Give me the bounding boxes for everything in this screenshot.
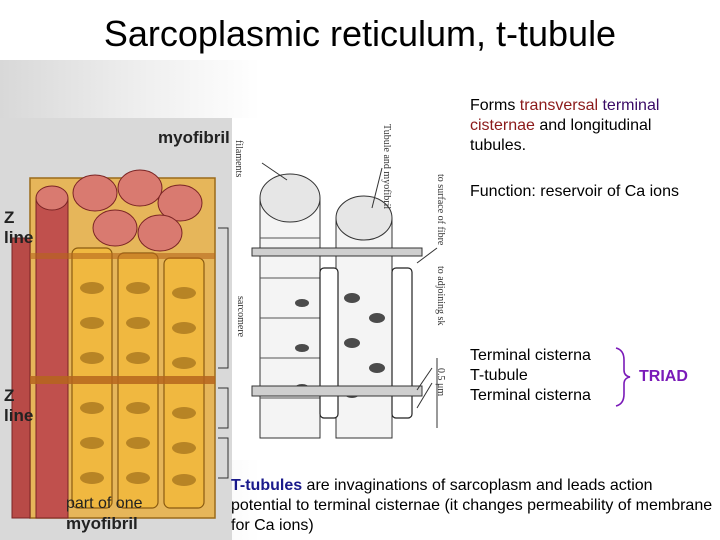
- z-line-label-bottom: Z line: [4, 386, 28, 426]
- scale-label: 0.5 μm: [435, 368, 446, 396]
- z-line-label-top: Z line: [4, 208, 28, 248]
- tubule-label: Tubule and myofibril: [381, 124, 392, 209]
- myofibril-label-bottom: myofibril: [66, 514, 138, 534]
- triad-brace: [612, 346, 632, 408]
- triad-label: TRIAD: [639, 367, 688, 387]
- sarcomere-label: sarcomere: [235, 296, 246, 337]
- forms-prefix: Forms: [470, 97, 520, 114]
- myofibril-label-top: myofibril: [158, 128, 230, 148]
- triad-item-terminal-cisterna-1: Terminal cisterna: [470, 346, 620, 366]
- t-tubules-term: T-tubules: [231, 477, 302, 494]
- slide-title: Sarcoplasmic reticulum, t-tubule: [0, 12, 720, 56]
- triad-item-terminal-cisterna-2: Terminal cisterna: [470, 386, 620, 406]
- forms-terminal-term: terminal: [602, 97, 659, 114]
- muscle-fibre-illustration: myofibril Z line Z line part of one myof…: [0, 118, 232, 540]
- part-of-one-label: part of one: [66, 494, 143, 514]
- tubule-line-drawing: [232, 118, 450, 460]
- function-paragraph: Function: reservoir of Ca ions: [470, 182, 710, 202]
- triad-components-list: Terminal cisterna T-tubule Terminal cist…: [470, 346, 620, 406]
- to-adjoining-label: to adjoining sk: [435, 266, 446, 325]
- filaments-label: filaments: [233, 140, 244, 177]
- tubule-system-drawing: filaments Tubule and myofibril to surfac…: [232, 118, 450, 460]
- muscle-fibre-drawing: [0, 118, 232, 540]
- triad-item-t-tubule: T-tubule: [470, 366, 620, 386]
- t-tubules-description: are invaginations of sarcoplasm and lead…: [231, 477, 712, 534]
- to-surface-label: to surface of fibre: [435, 174, 446, 245]
- t-tubules-paragraph: T-tubules are invaginations of sarcoplas…: [231, 476, 715, 536]
- forms-cisternae-term: cisternae: [470, 117, 535, 134]
- forms-transversal-term: transversal: [520, 97, 598, 114]
